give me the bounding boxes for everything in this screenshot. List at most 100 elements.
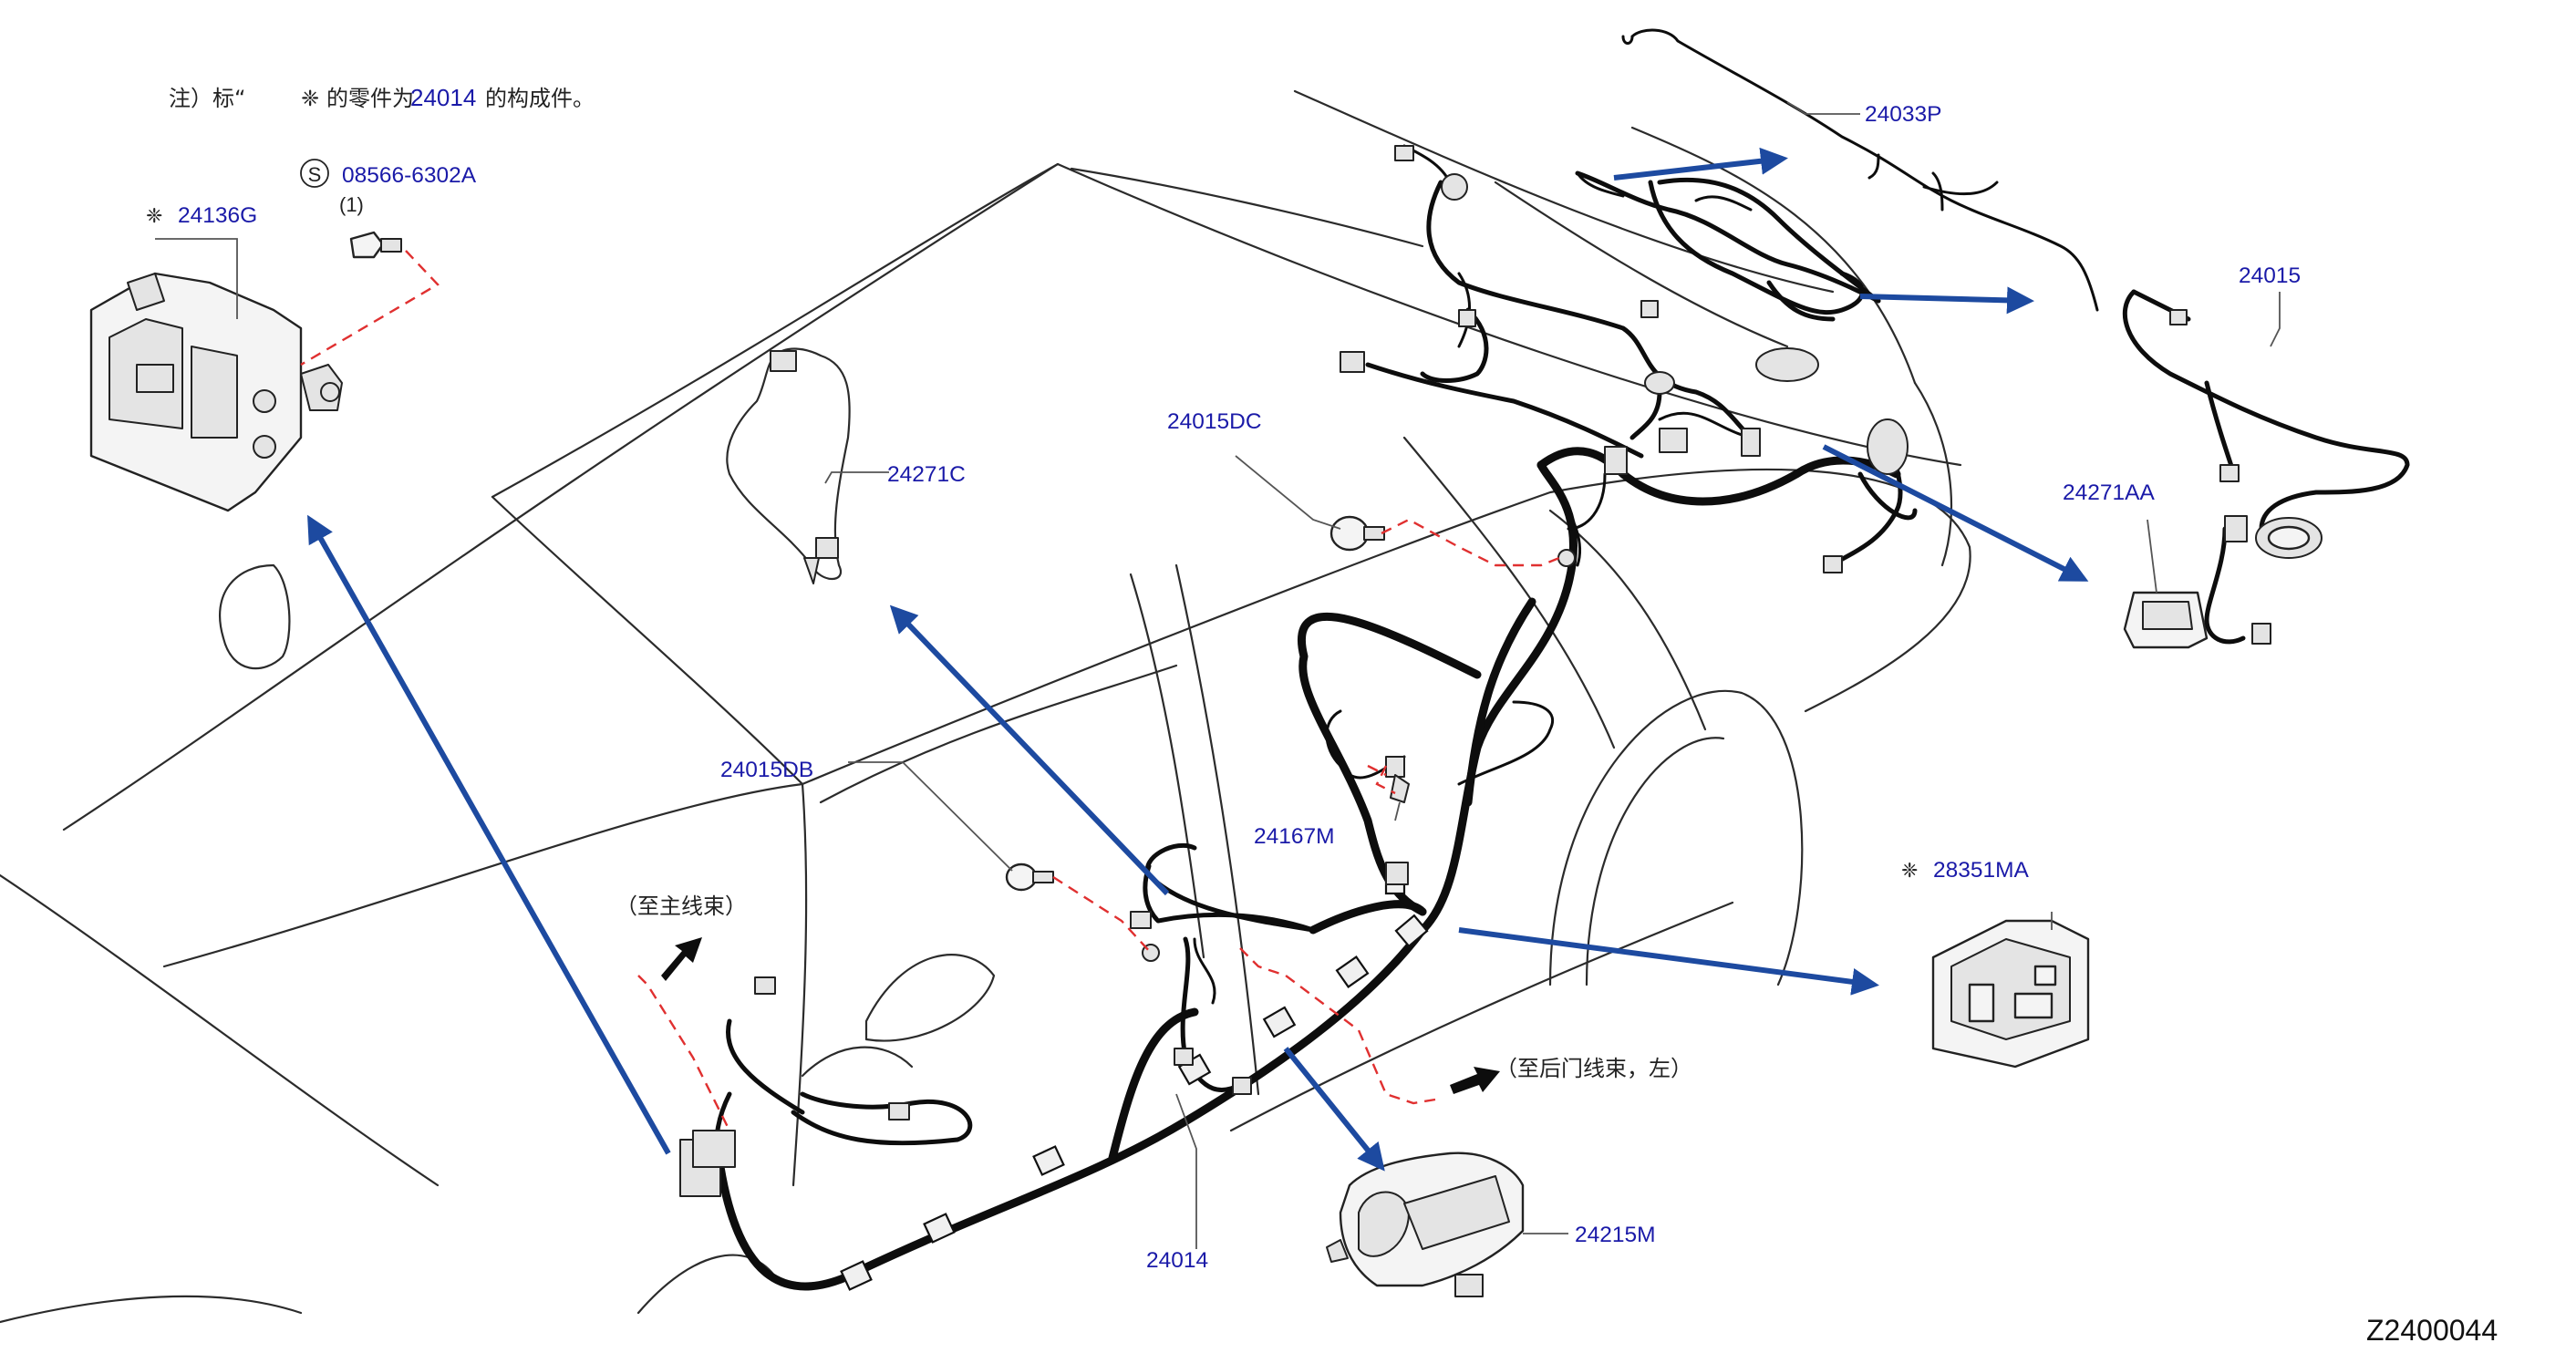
arrow-to-rear-door-icon <box>1450 1067 1500 1094</box>
dashed-links <box>300 250 1560 1131</box>
component-mark-icon: ❈ <box>1901 860 1918 883</box>
label-to-main-harness: （至主线束） <box>616 893 747 919</box>
harness-clip <box>1394 914 1429 948</box>
bolt-08566 <box>349 231 402 259</box>
bracket-hole <box>253 435 276 459</box>
harness-24033p <box>1621 28 2099 312</box>
small-connector <box>1640 300 1659 318</box>
relay-slot <box>2033 965 2057 986</box>
label-24015dc: 24015DC <box>1167 409 1262 434</box>
label-24033p: 24033P <box>1865 102 1941 127</box>
connector-block <box>1741 428 1761 457</box>
label-24167m: 24167M <box>1254 824 1335 849</box>
grommet <box>1644 371 1675 395</box>
clip-head <box>1005 862 1038 892</box>
front-connector-cap <box>692 1130 736 1168</box>
standard-part-icon <box>300 159 329 188</box>
harness-24015 <box>2122 289 2410 645</box>
bracket-hole <box>253 389 276 413</box>
arrow-24271aa <box>1822 444 2089 582</box>
arrow-to-main-icon <box>661 937 702 981</box>
harness-clip <box>1335 955 1370 988</box>
label-24014: 24014 <box>1146 1248 1208 1273</box>
label-24136g: 24136G <box>178 203 257 228</box>
arrow-24215m <box>1283 1047 1385 1172</box>
part-28351ma <box>1931 919 2090 1069</box>
connector-block <box>1659 428 1688 453</box>
clip-head <box>1329 515 1370 552</box>
relay-slot <box>2013 992 2054 1019</box>
label-to-rear-door-harness: （至后门线束，左） <box>1495 1056 1692 1081</box>
small-connector <box>2219 464 2240 482</box>
label-08566-6302a: 08566-6302A <box>342 163 477 188</box>
part-24167m <box>1385 756 1410 803</box>
note-mark-icon: ❈ <box>301 86 319 111</box>
note-mid: 的零件为 <box>326 86 414 111</box>
clip-stem <box>1363 526 1385 541</box>
part-24271c <box>726 347 851 584</box>
direction-arrows <box>661 937 1500 1094</box>
component-mark-icon: ❈ <box>146 205 162 228</box>
clip-24015dc <box>1329 515 1576 567</box>
diagram-code: Z2400044 <box>2366 1314 2498 1347</box>
clip-bottom <box>815 537 839 559</box>
harness-clip <box>1032 1145 1065 1176</box>
label-24015db: 24015DB <box>720 758 813 782</box>
small-connector <box>1232 1077 1252 1095</box>
clip-24015db <box>1005 862 1160 962</box>
car-body-outline <box>0 89 1971 1324</box>
note-suffix: 的构成件。 <box>485 86 595 111</box>
harness-rear <box>1340 144 1918 573</box>
label-24271c: 24271C <box>887 462 966 487</box>
small-connector <box>2251 623 2271 645</box>
grommet <box>1441 173 1468 201</box>
arrow-28351ma <box>1458 927 1879 996</box>
clip-top <box>770 350 797 372</box>
part-24271aa <box>2123 591 2209 649</box>
clip-foot <box>1454 1274 1484 1297</box>
callout-labels: S 08566-6302A (1) ❈ 24136G 24271C 24015D… <box>146 102 2301 1273</box>
small-connector <box>888 1102 910 1121</box>
label-24015: 24015 <box>2239 263 2301 288</box>
small-connector <box>1823 555 1843 573</box>
grommet <box>1867 418 1909 475</box>
small-connector <box>754 976 776 995</box>
small-connector <box>1385 862 1409 885</box>
leader-lines <box>155 101 2281 1249</box>
small-connector <box>1174 1048 1194 1066</box>
connector-block <box>2224 515 2248 542</box>
standard-part-symbol: S <box>308 163 322 186</box>
bracket-slot <box>136 364 174 393</box>
bolt-shank <box>380 238 402 253</box>
part-24136g <box>89 272 343 512</box>
small-connector <box>2169 309 2188 325</box>
arrow-24271c <box>889 604 1170 896</box>
relay-slot <box>1968 983 1995 1023</box>
small-connector <box>1394 145 1414 161</box>
label-24215m: 24215M <box>1575 1223 1656 1247</box>
harness-clip <box>1262 1006 1297 1038</box>
grommet-inner <box>2267 525 2311 551</box>
arrow-24015 <box>1859 286 2034 315</box>
part-24215m <box>1326 1152 1525 1297</box>
bracket-hole <box>320 382 340 402</box>
small-connector <box>1340 351 1365 373</box>
note-prefix: 注）标“ <box>169 86 245 111</box>
note-part-number: 24014 <box>410 84 476 111</box>
pointer-arrows <box>307 147 2089 1172</box>
grommet-part <box>1385 756 1405 778</box>
label-quantity: (1) <box>339 193 364 216</box>
small-connector <box>1130 911 1152 929</box>
clip-stem <box>1032 871 1054 883</box>
note-line: 注）标“ ❈ 的零件为 24014 的构成件。 <box>169 84 595 111</box>
harness-rear-upper <box>1575 170 1881 304</box>
harness-24014 <box>679 447 1901 1291</box>
grommet <box>1755 347 1819 382</box>
arrow-24136g <box>307 514 671 1155</box>
ring-terminal <box>1557 549 1576 567</box>
small-connector <box>1458 309 1476 327</box>
arrow-24033p <box>1613 147 1788 181</box>
harness-clip <box>923 1213 956 1244</box>
harness-clip <box>840 1260 873 1291</box>
